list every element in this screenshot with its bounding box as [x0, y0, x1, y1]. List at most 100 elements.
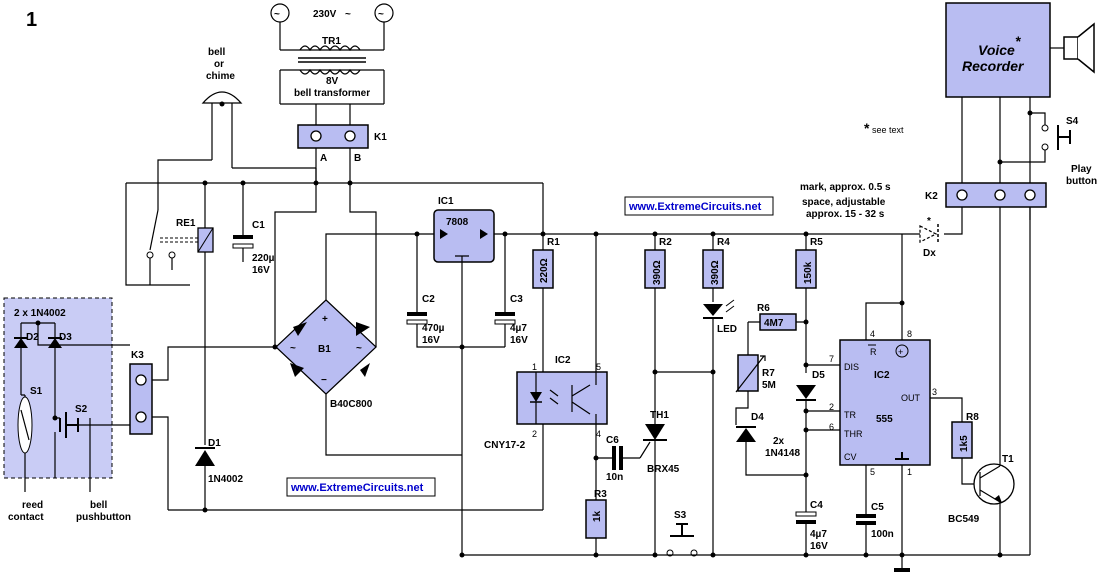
voice-recorder: Voice Recorder *: [945, 2, 1095, 555]
svg-text:R5: R5: [810, 237, 823, 248]
capacitor-c2: C2 470µ 16V: [406, 234, 505, 350]
svg-text:3: 3: [932, 387, 937, 397]
diode-d4: D4 2x 1N4148: [736, 412, 806, 476]
resistor-r8: R8 1k5: [951, 412, 980, 485]
transistor-t1: T1 BC549: [948, 195, 1015, 555]
relay-re1: RE1: [146, 209, 214, 445]
svg-text:D3: D3: [59, 332, 72, 343]
svg-text:TR1: TR1: [322, 36, 341, 47]
connector-k3: K3: [129, 344, 278, 513]
svg-text:space, adjustable: space, adjustable: [802, 197, 886, 208]
svg-text:470µ: 470µ: [422, 323, 445, 334]
svg-text:−: −: [321, 375, 327, 386]
svg-text:R3: R3: [594, 489, 607, 500]
svg-text:pushbutton: pushbutton: [76, 512, 131, 523]
svg-text:mark, approx. 0.5 s: mark, approx. 0.5 s: [800, 182, 891, 193]
svg-text:K1: K1: [374, 132, 387, 143]
svg-text:*: *: [1015, 33, 1021, 49]
thyristor-th1: TH1 BRX45: [639, 410, 680, 555]
svg-text:*: *: [927, 216, 931, 227]
svg-text:www.ExtremeCircuits.net: www.ExtremeCircuits.net: [628, 201, 762, 213]
svg-text:6: 6: [829, 422, 834, 432]
diode-dx: Dx *: [919, 216, 939, 259]
svg-text:~: ~: [290, 343, 296, 354]
bridge-rectifier-b1: + − ~ ~ B1 B40C800: [275, 233, 462, 456]
diode-d1: D1 1N4002: [195, 438, 243, 510]
resistor-r5: R5 150k: [795, 234, 823, 373]
watermark-top: www.ExtremeCircuits.net: [624, 196, 774, 216]
svg-text:B40C800: B40C800: [330, 399, 373, 410]
svg-text:*: *: [864, 120, 870, 136]
resistor-r3: R3 1k: [585, 458, 607, 555]
svg-text:100n: 100n: [871, 529, 894, 540]
svg-text:390Ω: 390Ω: [710, 260, 721, 285]
connector-k1: K1 A B: [297, 124, 387, 164]
svg-text:555: 555: [876, 414, 893, 425]
svg-text:4: 4: [870, 329, 875, 339]
svg-text:bell transformer: bell transformer: [294, 88, 370, 99]
svg-text:bell: bell: [90, 500, 107, 511]
svg-text:1N4148: 1N4148: [765, 448, 800, 459]
svg-text:150k: 150k: [803, 261, 814, 284]
see-text-note: * see text: [864, 120, 904, 136]
timing-note: mark, approx. 0.5 s space, adjustable ap…: [800, 182, 891, 220]
svg-text:+: +: [898, 347, 903, 357]
svg-text:Play: Play: [1071, 164, 1092, 175]
svg-text:16V: 16V: [422, 335, 440, 346]
svg-text:220Ω: 220Ω: [539, 258, 550, 283]
svg-text:B1: B1: [318, 344, 331, 355]
svg-text:D4: D4: [751, 412, 764, 423]
svg-text:bell: bell: [208, 47, 225, 58]
input-module: 2 x 1N4002 D2 D3 S1 S2 reed contact bell…: [3, 297, 131, 523]
mains-input: ~ ~ 230V ~: [270, 3, 394, 51]
svg-text:IC2: IC2: [874, 370, 890, 381]
svg-text:D2: D2: [26, 332, 39, 343]
svg-text:S1: S1: [30, 386, 43, 397]
svg-text:TH1: TH1: [650, 410, 669, 421]
svg-text:CNY17-2: CNY17-2: [484, 440, 526, 451]
svg-text:DIS: DIS: [844, 362, 859, 372]
svg-text:5: 5: [870, 467, 875, 477]
svg-text:7808: 7808: [446, 217, 469, 228]
potentiometer-r7: R7 5M: [735, 354, 776, 425]
svg-text:C1: C1: [252, 220, 265, 231]
svg-text:R2: R2: [659, 237, 672, 248]
svg-text:1: 1: [907, 467, 912, 477]
svg-text:5M: 5M: [762, 380, 776, 391]
svg-text:S4: S4: [1066, 116, 1079, 127]
svg-text:see text: see text: [872, 125, 904, 135]
resistor-r2: R2 390Ω: [644, 234, 713, 424]
figure-number: 1: [26, 9, 37, 31]
svg-text:R: R: [870, 347, 877, 357]
diode-d5: D5: [796, 362, 825, 505]
svg-text:T1: T1: [1002, 454, 1014, 465]
optocoupler-ic2: IC2 1 5 2 4 CNY17-2: [484, 234, 608, 510]
svg-text:4µ7: 4µ7: [810, 529, 827, 540]
regulator-ic1: IC1 7808: [414, 196, 920, 555]
svg-text:K2: K2: [925, 191, 938, 202]
svg-text:Voice: Voice: [978, 42, 1015, 58]
svg-text:390Ω: 390Ω: [652, 260, 663, 285]
transformer-tr1: TR1 8V bell transformer: [279, 36, 385, 125]
svg-text:2x: 2x: [773, 436, 785, 447]
watermark-bottom: www.ExtremeCircuits.net: [286, 477, 436, 497]
resistor-r1: R1 220Ω: [532, 183, 560, 372]
svg-text:16V: 16V: [252, 265, 270, 276]
resistor-r4: R4 390Ω: [702, 234, 730, 302]
svg-text:8: 8: [907, 329, 912, 339]
svg-text:2 x 1N4002: 2 x 1N4002: [14, 308, 66, 319]
switch-s3: S3: [652, 510, 698, 558]
svg-text:S3: S3: [674, 510, 687, 521]
svg-text:BC549: BC549: [948, 514, 980, 525]
svg-text:~: ~: [378, 9, 384, 20]
svg-text:RE1: RE1: [176, 218, 196, 229]
svg-text:OUT: OUT: [901, 393, 921, 403]
svg-text:THR: THR: [844, 429, 863, 439]
svg-text:LED: LED: [717, 324, 737, 335]
svg-text:4M7: 4M7: [764, 318, 784, 329]
svg-text:TR: TR: [844, 410, 856, 420]
svg-text:1: 1: [532, 362, 537, 372]
svg-text:1k5: 1k5: [959, 435, 970, 452]
capacitor-c6: C6 10n: [593, 435, 640, 483]
